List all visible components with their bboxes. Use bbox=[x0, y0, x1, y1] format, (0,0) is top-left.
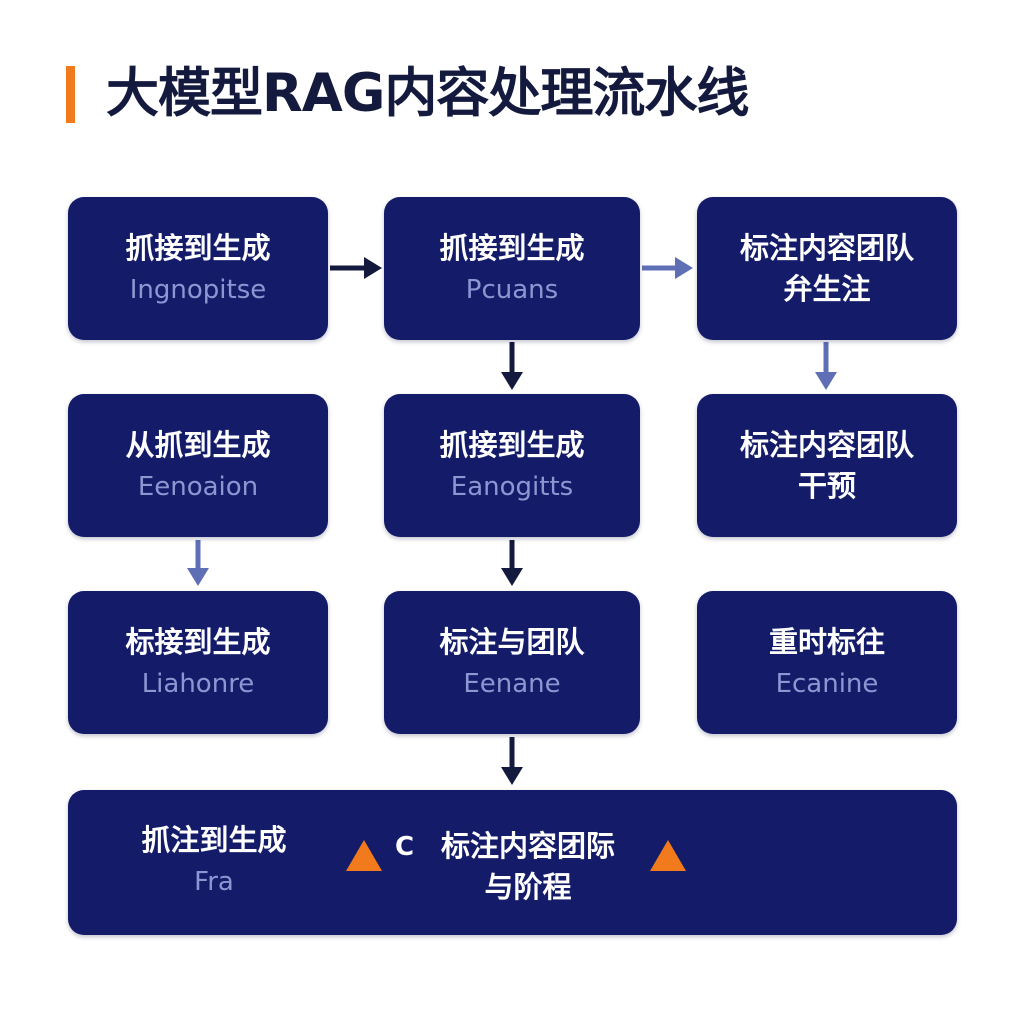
node-r2c1-title: 从抓到生成 bbox=[125, 428, 271, 462]
node-r2c3-title-line2: 干预 bbox=[797, 468, 856, 503]
node-r3c3[interactable]: 重时标往 Ecanine bbox=[697, 591, 957, 734]
node-r2c2-title: 抓接到生成 bbox=[439, 428, 585, 462]
node-final-right: 标注内容团际 与阶程 bbox=[428, 826, 628, 908]
node-r1c2-subtitle: Pcuans bbox=[465, 275, 559, 305]
node-r3c1[interactable]: 标接到生成 Liahonre bbox=[68, 591, 328, 734]
node-r3c1-title: 标接到生成 bbox=[125, 625, 271, 659]
arrow-r3c2-to-final bbox=[501, 737, 523, 785]
node-final-left: 抓注到生成 Fra bbox=[116, 820, 312, 901]
node-r2c1[interactable]: 从抓到生成 Eenoaion bbox=[68, 394, 328, 537]
node-final-right-line1: 标注内容团际 bbox=[440, 829, 615, 863]
node-r1c2[interactable]: 抓接到生成 Pcuans bbox=[384, 197, 640, 340]
warning-triangle-icon bbox=[650, 840, 686, 871]
node-r2c3-title-line1: 标注内容团队 bbox=[739, 427, 914, 462]
node-r1c3[interactable]: 标注内容团队 弁生注 bbox=[697, 197, 957, 340]
node-r2c2-subtitle: Eanogitts bbox=[450, 472, 574, 502]
node-r2c2[interactable]: 抓接到生成 Eanogitts bbox=[384, 394, 640, 537]
node-r2c1-subtitle: Eenoaion bbox=[137, 472, 259, 502]
node-final-glyph: C bbox=[395, 832, 415, 862]
node-r3c1-subtitle: Liahonre bbox=[141, 669, 255, 699]
node-r3c2[interactable]: 标注与团队 Eenane bbox=[384, 591, 640, 734]
arrow-r1c3-to-r2c3 bbox=[815, 342, 837, 390]
node-final-left-title: 抓注到生成 bbox=[141, 823, 287, 857]
node-r3c2-title: 标注与团队 bbox=[439, 625, 585, 659]
title-accent-bar bbox=[66, 66, 75, 123]
node-final[interactable]: 抓注到生成 Fra C 标注内容团际 与阶程 bbox=[68, 790, 957, 935]
node-r1c3-title-line2: 弁生注 bbox=[783, 271, 871, 306]
node-final-right-line2: 与阶程 bbox=[484, 870, 572, 904]
node-r1c1-subtitle: Ingnopitse bbox=[129, 275, 267, 305]
node-r1c1[interactable]: 抓接到生成 Ingnopitse bbox=[68, 197, 328, 340]
node-r3c2-subtitle: Eenane bbox=[463, 669, 561, 699]
arrow-r2c2-to-r3c2 bbox=[501, 540, 523, 586]
warning-triangle-icon bbox=[346, 840, 382, 871]
arrow-r1c1-to-r1c2 bbox=[330, 257, 382, 279]
node-r1c1-title: 抓接到生成 bbox=[125, 231, 271, 265]
arrow-r2c1-to-r3c1 bbox=[187, 540, 209, 586]
arrow-r1c2-to-r1c3 bbox=[642, 257, 693, 279]
node-r1c3-title-line1: 标注内容团队 bbox=[739, 230, 914, 265]
arrow-r1c2-to-r2c2 bbox=[501, 342, 523, 390]
node-r1c2-title: 抓接到生成 bbox=[439, 231, 585, 265]
node-r3c3-title: 重时标往 bbox=[768, 625, 885, 659]
page-title: 大模型RAG内容处理流水线 bbox=[106, 63, 749, 124]
node-final-left-subtitle: Fra bbox=[194, 867, 234, 897]
node-r2c3[interactable]: 标注内容团队 干预 bbox=[697, 394, 957, 537]
node-r3c3-subtitle: Ecanine bbox=[775, 669, 879, 699]
